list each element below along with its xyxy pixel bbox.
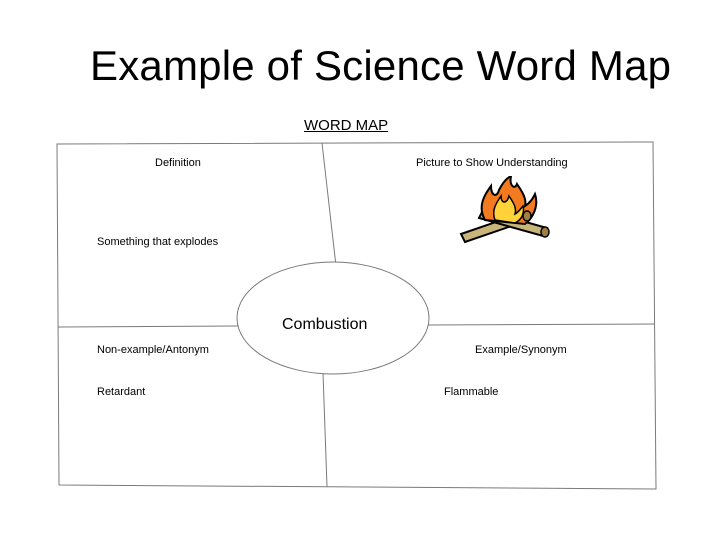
campfire-icon [459,176,550,244]
divider-left [57,325,239,328]
example-content: Flammable [444,386,499,398]
definition-content: Something that explodes [97,236,219,248]
example-header: Example/Synonym [475,344,567,356]
divider-bottom [322,372,328,488]
center-oval [236,261,430,375]
center-term: Combustion [282,316,368,333]
definition-header: Definition [155,157,201,169]
picture-header: Picture to Show Understanding [416,157,568,169]
divider-right [427,323,656,326]
word-map-heading: WORD MAP [304,117,389,134]
non-example-content: Retardant [97,386,146,398]
word-map-frame [56,141,657,490]
slide-title: Example of Science Word Map [90,42,672,89]
divider-top [321,142,337,267]
non-example-header: Non-example/Antonym [97,344,209,356]
